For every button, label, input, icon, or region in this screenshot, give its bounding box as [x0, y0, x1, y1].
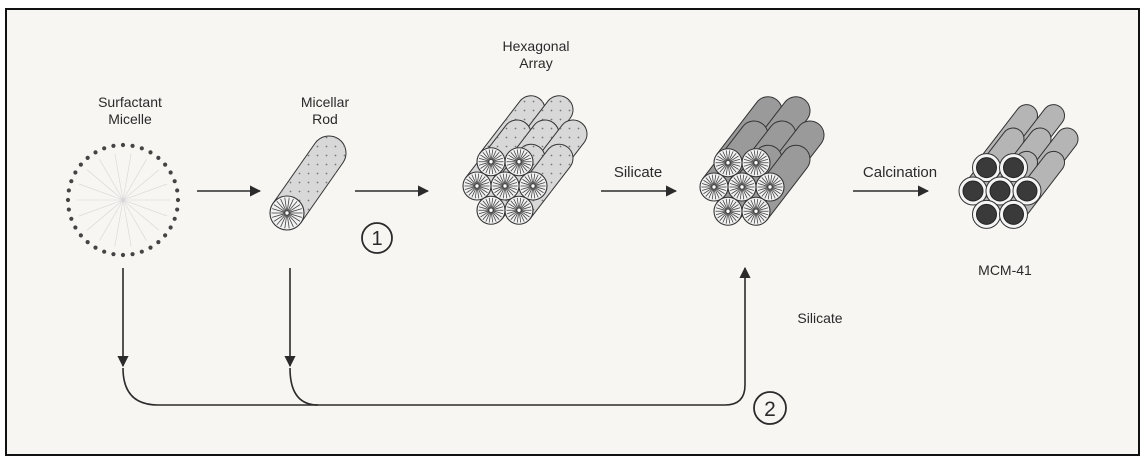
route-2-number: 2: [764, 398, 776, 421]
micellar-rod-label-line2: Rod: [285, 111, 365, 128]
surfactant-label-line1: Surfactant: [80, 94, 180, 111]
surfactant-micelle-icon: [66, 143, 180, 257]
silicate-array-icon: [700, 97, 824, 225]
micellar-rod-label-line1: Micellar: [285, 94, 365, 111]
silicate-bottom-label: Silicate: [780, 310, 860, 327]
surfactant-label: Surfactant Micelle: [80, 94, 180, 128]
hexagonal-array-label: Hexagonal Array: [486, 38, 586, 72]
mcm41-structure-icon: [959, 105, 1078, 229]
product-label: MCM-41: [965, 262, 1045, 279]
route-1-marker: 1: [362, 223, 392, 253]
micellar-rod-label: Micellar Rod: [285, 94, 365, 128]
hexagonal-array-icon: [463, 96, 587, 224]
route-1-number: 1: [371, 228, 382, 250]
silicate-top-label: Silicate: [603, 164, 673, 181]
surfactant-label-line2: Micelle: [80, 111, 180, 128]
route-2-marker: 2: [754, 392, 786, 424]
micellar-rod-icon: [270, 136, 346, 230]
calcination-label: Calcination: [850, 164, 950, 181]
hexagonal-array-label-line1: Hexagonal: [486, 38, 586, 55]
hexagonal-array-label-line2: Array: [486, 55, 586, 72]
